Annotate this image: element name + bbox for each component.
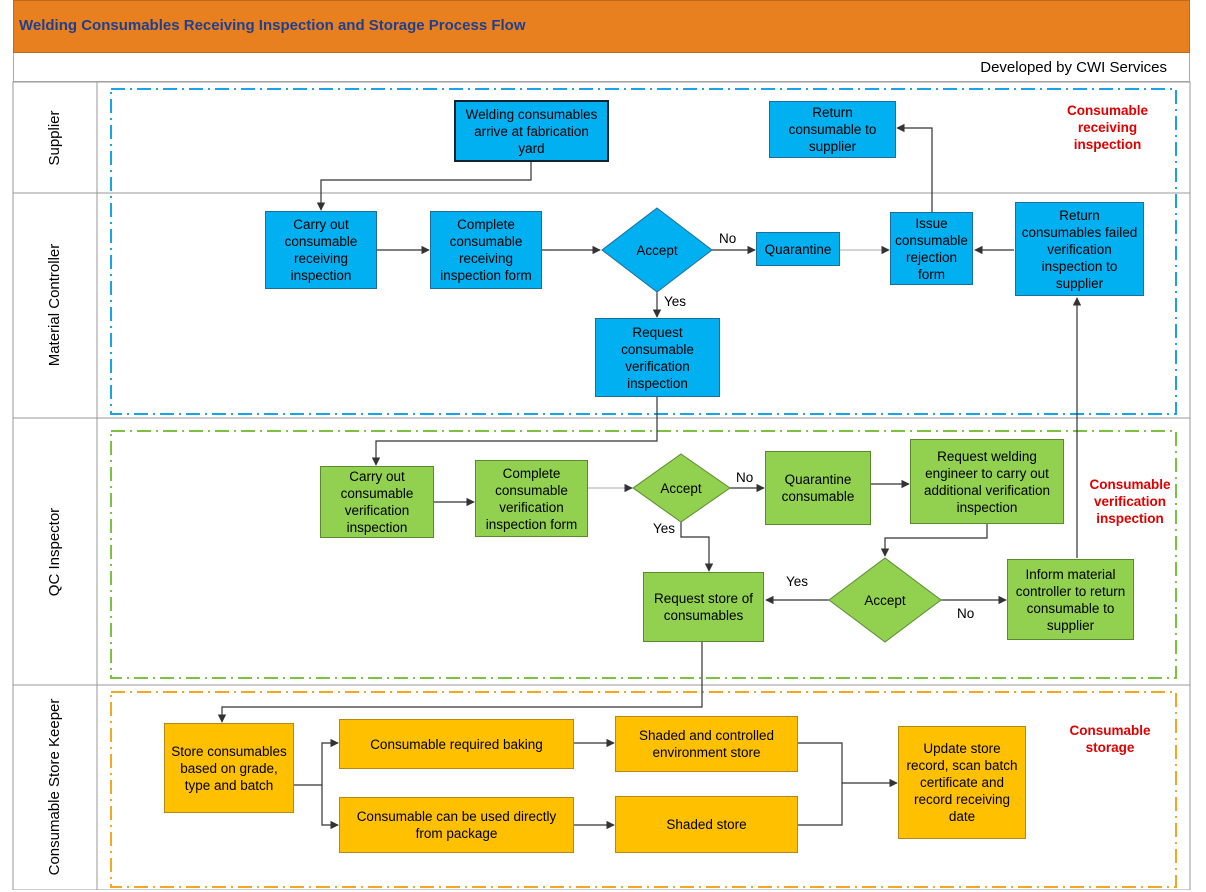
label-yes-3: Yes bbox=[786, 574, 809, 589]
connectors bbox=[217, 123, 1082, 830]
label-no-1: No bbox=[719, 231, 737, 246]
node-direct-use: Consumable can be used directly from pac… bbox=[339, 797, 574, 853]
node-request-store: Request store of consumables bbox=[643, 572, 764, 642]
node-carry-verification: Carry out consumable verification inspec… bbox=[320, 466, 434, 538]
arrow-request-to-carryverif bbox=[371, 397, 658, 466]
accept1-diamond bbox=[601, 207, 713, 293]
label-no-3: No bbox=[957, 606, 975, 621]
arrow-issue-to-return bbox=[896, 123, 933, 212]
label-no-2: No bbox=[736, 470, 754, 485]
lane-grid bbox=[12, 81, 1191, 890]
arrow-accept2-to-storereq bbox=[680, 521, 714, 572]
accept2-diamond bbox=[632, 453, 731, 523]
node-shaded-controlled: Shaded and controlled environment store bbox=[615, 716, 798, 772]
node-arrive: Welding consumables arrive at fabricatio… bbox=[454, 100, 609, 162]
lane-store-keeper: Consumable Store Keeper bbox=[46, 698, 63, 876]
node-baking: Consumable required baking bbox=[339, 719, 574, 769]
node-complete-verification-form: Complete consumable verification inspect… bbox=[475, 460, 588, 537]
node-quarantine2: Quarantine consumable bbox=[765, 451, 871, 525]
section-verification-label: Consumable verification inspection bbox=[1089, 477, 1171, 526]
receiving-section-frame bbox=[110, 88, 1177, 415]
page-title: Welding Consumables Receiving Inspection… bbox=[19, 17, 526, 34]
node-accept3: Accept bbox=[864, 592, 906, 608]
arrow-storereq-to-store bbox=[217, 642, 703, 723]
lane-material-controller: Material Controller bbox=[46, 243, 63, 367]
lane-qc-inspector: QC Inspector bbox=[46, 507, 63, 597]
node-request-engineer: Request welding engineer to carry out ad… bbox=[910, 439, 1064, 524]
node-return-supplier: Return consumable to supplier bbox=[769, 101, 896, 158]
arrow-engineer-to-accept3 bbox=[880, 524, 988, 557]
node-carry-receiving: Carry out consumable receiving inspectio… bbox=[265, 211, 377, 289]
accept3-diamond bbox=[828, 557, 942, 643]
arrow-store-to-direct bbox=[321, 785, 339, 830]
title-bar: Welding Consumables Receiving Inspection… bbox=[13, 0, 1190, 53]
verification-section-frame bbox=[110, 430, 1177, 679]
section-receiving-label: Consumable receiving inspection bbox=[1066, 103, 1148, 152]
node-complete-receiving-form: Complete consumable receiving inspection… bbox=[430, 211, 542, 289]
label-yes-1: Yes bbox=[664, 294, 687, 309]
node-store-by-grade: Store consumables based on grade, type a… bbox=[164, 723, 294, 813]
label-yes-2: Yes bbox=[653, 521, 676, 536]
node-inform-controller: Inform material controller to return con… bbox=[1007, 559, 1134, 640]
credit-text: Developed by CWI Services bbox=[980, 59, 1167, 76]
node-update-record: Update store record, scan batch certific… bbox=[898, 726, 1026, 839]
arrow-controlled-to-update bbox=[798, 742, 898, 788]
section-storage-label: Consumable storage bbox=[1069, 723, 1151, 755]
node-accept1: Accept bbox=[636, 242, 678, 258]
storage-section-frame bbox=[110, 691, 1177, 888]
node-request-verification: Request consumable verification inspecti… bbox=[595, 318, 720, 397]
arrow-shaded-to-update bbox=[798, 783, 843, 826]
node-issue-rejection: Issue consumable rejection form bbox=[890, 212, 973, 285]
node-accept2: Accept bbox=[660, 480, 702, 496]
node-quarantine1: Quarantine bbox=[756, 232, 840, 266]
node-return-failed: Return consumables failed verification i… bbox=[1015, 202, 1144, 296]
arrow-store-to-baking bbox=[294, 738, 339, 786]
arrow-arrive-to-carry bbox=[316, 162, 532, 211]
node-shaded-store: Shaded store bbox=[615, 796, 798, 853]
